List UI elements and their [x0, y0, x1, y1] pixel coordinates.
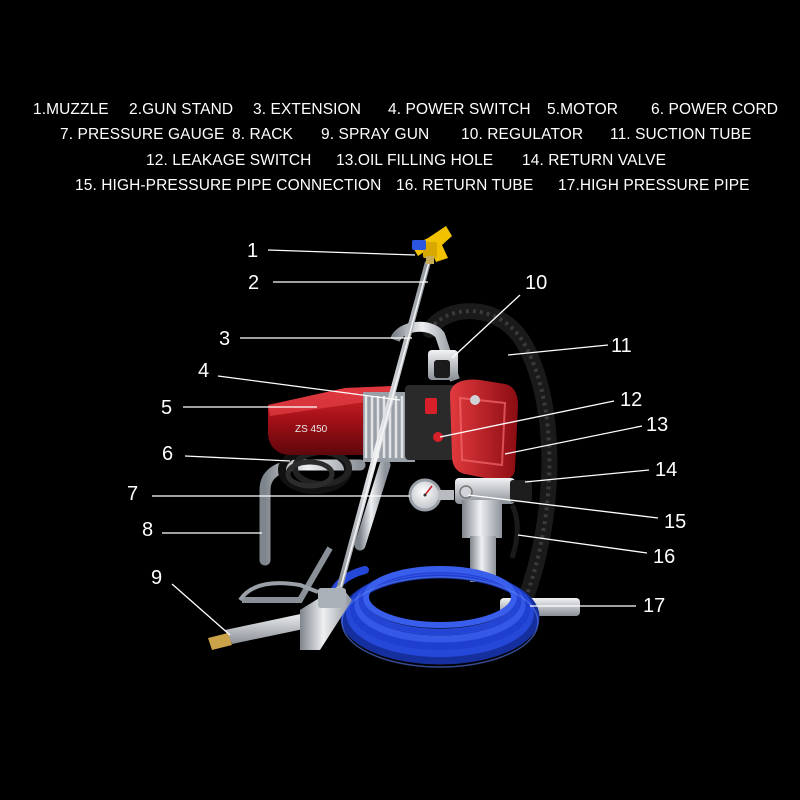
leader-12 [439, 400, 615, 438]
legend-item-motor: 5.MOTOR [547, 101, 619, 118]
callout-numbers: 1 2 3 4 5 6 7 8 9 10 11 12 13 14 15 16 1… [127, 240, 686, 617]
high-pressure-pipe [326, 566, 540, 668]
callout-6: 6 [162, 443, 173, 465]
spray-gun [208, 581, 352, 650]
legend-item-spray-gun: 9. SPRAY GUN [321, 126, 430, 144]
oil-filling-hole [470, 395, 480, 405]
control-box [405, 385, 455, 460]
legend-item-muzzle: 1.MUZZLE [33, 101, 109, 118]
callout-9: 9 [151, 567, 162, 589]
muzzle [412, 226, 452, 264]
legend-item-regulator: 10. REGULATOR [461, 126, 584, 144]
callout-3: 3 [219, 328, 230, 350]
leader-15 [467, 494, 659, 519]
legend-item-return-tube: 16. RETURN TUBE [396, 176, 534, 194]
callout-8: 8 [142, 519, 153, 541]
legend-item-extension: 3. EXTENSION [253, 101, 362, 118]
return-tube [509, 503, 520, 559]
legend-item-power-cord: 6. POWER CORD [651, 101, 779, 118]
callout-11: 11 [611, 335, 632, 357]
model-label: ZS 450 [295, 424, 328, 435]
parts-legend: 1.MUZZLE 2.GUN STAND 3. EXTENSION 4. POW… [0, 97, 800, 198]
sprayer-machine: ZS 450 [208, 226, 580, 668]
legend-item-leakage-switch: 12. LEAKAGE SWITCH [146, 151, 312, 169]
legend-item-gun-stand: 2.GUN STAND [129, 101, 234, 118]
callout-13: 13 [646, 414, 668, 436]
callout-15: 15 [664, 511, 686, 533]
leader-9 [171, 583, 231, 636]
leader-10 [451, 294, 521, 359]
pressure-gauge [408, 478, 454, 512]
callout-2: 2 [248, 272, 259, 294]
legend-item-suction-tube: 11. SUCTION TUBE [610, 126, 752, 144]
pump-head [450, 379, 518, 481]
callout-7: 7 [127, 483, 138, 505]
legend-item-oil-filling-hole: 13.OIL FILLING HOLE [336, 151, 494, 169]
leader-11 [507, 344, 609, 356]
leader-4 [217, 375, 401, 401]
leader-16 [517, 534, 648, 554]
legend-row-1: 1.MUZZLE 2.GUN STAND 3. EXTENSION 4. POW… [0, 97, 800, 122]
legend-item-pressure-gauge: 7. PRESSURE GAUGE [60, 126, 225, 144]
legend-row-3: 12. LEAKAGE SWITCH 13.OIL FILLING HOLE 1… [0, 148, 800, 173]
legend-item-power-switch: 4. POWER SWITCH [388, 101, 531, 118]
legend-item-rack: 8. RACK [232, 126, 293, 144]
leader-lines [152, 249, 659, 636]
return-valve [510, 480, 532, 502]
leader-14 [524, 469, 650, 483]
high-pressure-pipe-connection [459, 485, 473, 499]
callout-17: 17 [643, 595, 665, 617]
leader-1 [267, 249, 416, 256]
legend-row-2: 7. PRESSURE GAUGE 8. RACK 9. SPRAY GUN 1… [0, 122, 800, 147]
leakage-switch [433, 432, 443, 442]
legend-row-4: 15. HIGH-PRESSURE PIPE CONNECTION 16. RE… [0, 173, 800, 198]
callout-14: 14 [655, 459, 677, 481]
regulator [428, 350, 458, 380]
callout-16: 16 [653, 546, 675, 568]
callout-5: 5 [161, 397, 172, 419]
legend-item-return-valve: 14. RETURN VALVE [522, 151, 667, 169]
callout-10: 10 [525, 272, 547, 294]
callout-12: 12 [620, 389, 642, 411]
callout-1: 1 [247, 240, 258, 262]
leader-6 [184, 455, 291, 462]
pump-body [455, 478, 532, 582]
extension [330, 261, 431, 613]
callout-4: 4 [198, 360, 209, 382]
legend-item-high-pressure-pipe-connection: 15. HIGH-PRESSURE PIPE CONNECTION [75, 176, 382, 194]
leader-13 [504, 425, 643, 455]
legend-item-high-pressure-pipe: 17.HIGH PRESSURE PIPE [558, 176, 750, 194]
power-switch [425, 398, 437, 414]
